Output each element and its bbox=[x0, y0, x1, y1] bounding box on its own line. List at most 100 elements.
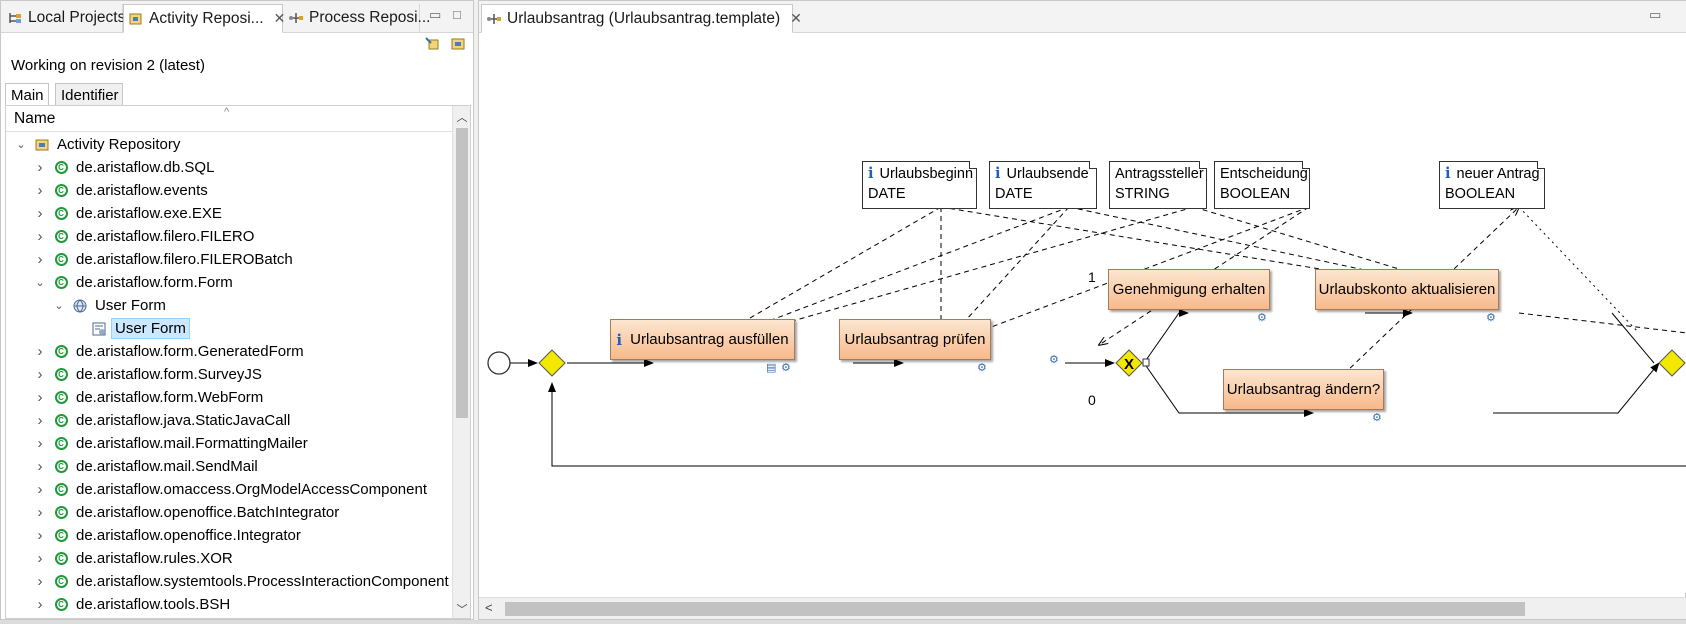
collapse-chevron-icon[interactable]: ⌄ bbox=[16, 139, 26, 151]
subtab-main[interactable]: Main bbox=[5, 83, 49, 107]
editor-tabbar: Urlaubsantrag (Urlaubsantrag.template) ✕… bbox=[479, 1, 1686, 33]
tree-row-label: de.aristaflow.db.SQL bbox=[76, 159, 215, 176]
expand-chevron-icon[interactable]: › bbox=[37, 251, 43, 268]
expand-chevron-icon[interactable]: › bbox=[37, 573, 43, 590]
scroll-down-arrow-icon[interactable]: ﹀ bbox=[456, 604, 468, 616]
subtab-identifier[interactable]: Identifier bbox=[55, 83, 123, 107]
expand-chevron-icon[interactable]: › bbox=[37, 228, 43, 245]
data-object-entscheidung[interactable]: Entscheidung BOOLEAN bbox=[1214, 161, 1310, 209]
tree-row[interactable]: ⌄Activity Repository bbox=[6, 133, 452, 156]
edge-label-yes: 1 bbox=[1088, 269, 1096, 285]
data-object-antragssteller[interactable]: Antragssteller STRING bbox=[1109, 161, 1207, 209]
maximize-icon[interactable]: □ bbox=[453, 7, 461, 22]
staff-assignment-icon: ⚙ bbox=[1257, 312, 1267, 324]
data-name-label: Urlaubsbeginn bbox=[879, 166, 974, 182]
tab-local-projects[interactable]: Local Projects bbox=[3, 4, 125, 32]
form-icon bbox=[91, 321, 107, 337]
info-icon: i bbox=[616, 330, 623, 349]
tab-process-repository[interactable]: Process Reposi... bbox=[284, 4, 430, 32]
activity-urlaubsantrag-aendern[interactable]: Urlaubsantrag ändern? bbox=[1223, 369, 1384, 410]
expand-chevron-icon[interactable]: › bbox=[37, 205, 43, 222]
component-icon: C bbox=[53, 436, 69, 452]
tree-row[interactable]: User Form bbox=[6, 317, 452, 340]
process-editor: Urlaubsantrag (Urlaubsantrag.template) ✕… bbox=[478, 0, 1686, 620]
data-type-label: DATE bbox=[868, 186, 906, 202]
vertical-scrollbar[interactable]: ︿ ﹀ bbox=[452, 106, 470, 618]
tab-activity-repository[interactable]: Activity Reposi... ✕ bbox=[123, 4, 286, 33]
repository-tool-icon[interactable] bbox=[449, 35, 467, 53]
activity-repository-view: Local Projects Activity Reposi... ✕ Proc… bbox=[0, 0, 474, 620]
expand-chevron-icon[interactable]: › bbox=[37, 389, 43, 406]
collapse-chevron-icon[interactable]: ⌄ bbox=[35, 277, 45, 289]
activity-urlaubsantrag-pruefen[interactable]: Urlaubsantrag prüfen bbox=[839, 319, 991, 360]
staff-assignment-icon: ⚙ bbox=[977, 362, 987, 374]
expand-chevron-icon[interactable]: › bbox=[37, 182, 43, 199]
component-icon: C bbox=[53, 367, 69, 383]
activity-label: Urlaubskonto aktualisieren bbox=[1318, 281, 1496, 298]
activity-urlaubsantrag-ausfuellen[interactable]: i Urlaubsantrag ausfüllen bbox=[610, 319, 795, 360]
tab-label: Activity Reposi... bbox=[149, 9, 264, 27]
tree-row-label: de.aristaflow.events bbox=[76, 182, 208, 199]
minimize-icon[interactable]: ▭ bbox=[1649, 7, 1662, 22]
close-icon[interactable]: ✕ bbox=[273, 10, 286, 26]
tree-row-label: de.aristaflow.form.GeneratedForm bbox=[76, 343, 304, 360]
activity-urlaubskonto-aktualisieren[interactable]: Urlaubskonto aktualisieren bbox=[1315, 269, 1499, 310]
expand-chevron-icon[interactable]: › bbox=[37, 159, 43, 176]
activity-genehmigung-erhalten[interactable]: Genehmigung erhalten bbox=[1108, 269, 1270, 310]
expand-chevron-icon[interactable]: › bbox=[37, 504, 43, 521]
expand-chevron-icon[interactable]: › bbox=[37, 458, 43, 475]
scrollbar-thumb[interactable] bbox=[505, 602, 1525, 616]
checkout-icon[interactable] bbox=[423, 35, 441, 53]
expand-chevron-icon[interactable]: › bbox=[37, 412, 43, 429]
scrollbar-thumb[interactable] bbox=[456, 128, 468, 418]
expand-chevron-icon[interactable]: › bbox=[37, 550, 43, 567]
tab-label: Process Reposi... bbox=[309, 9, 431, 26]
collapse-chevron-icon[interactable]: ⌄ bbox=[54, 300, 64, 312]
tree-row-label: de.aristaflow.systemtools.ProcessInterac… bbox=[76, 573, 449, 590]
scroll-left-arrow-icon[interactable]: < bbox=[485, 600, 493, 615]
close-icon[interactable]: ✕ bbox=[790, 10, 802, 26]
process-repository-icon bbox=[288, 10, 304, 26]
local-projects-icon bbox=[7, 10, 23, 26]
expand-chevron-icon[interactable]: › bbox=[37, 527, 43, 544]
scroll-up-arrow-icon[interactable]: ︿ bbox=[456, 112, 468, 124]
tree-row-label: de.aristaflow.openoffice.Integrator bbox=[76, 527, 301, 544]
expand-chevron-icon[interactable]: › bbox=[37, 366, 43, 383]
tab-urlaubsantrag[interactable]: Urlaubsantrag (Urlaubsantrag.template) ✕ bbox=[481, 4, 802, 33]
column-header-name[interactable]: Name ^ bbox=[6, 106, 452, 132]
minimize-icon[interactable]: ▭ bbox=[429, 7, 442, 22]
expand-chevron-icon[interactable]: › bbox=[37, 596, 43, 613]
component-icon: C bbox=[53, 183, 69, 199]
expand-chevron-icon[interactable]: › bbox=[37, 343, 43, 360]
horizontal-scrollbar[interactable]: < bbox=[479, 597, 1686, 619]
expand-chevron-icon[interactable]: › bbox=[37, 481, 43, 498]
status-strip bbox=[0, 620, 1686, 624]
component-icon: C bbox=[53, 160, 69, 176]
tree-row[interactable]: ⌄User Form bbox=[6, 294, 452, 317]
revision-label: Working on revision 2 (latest) bbox=[11, 57, 205, 74]
staff-assignment-icon: ⚙ bbox=[1486, 312, 1496, 324]
expand-chevron-icon[interactable]: › bbox=[37, 435, 43, 452]
